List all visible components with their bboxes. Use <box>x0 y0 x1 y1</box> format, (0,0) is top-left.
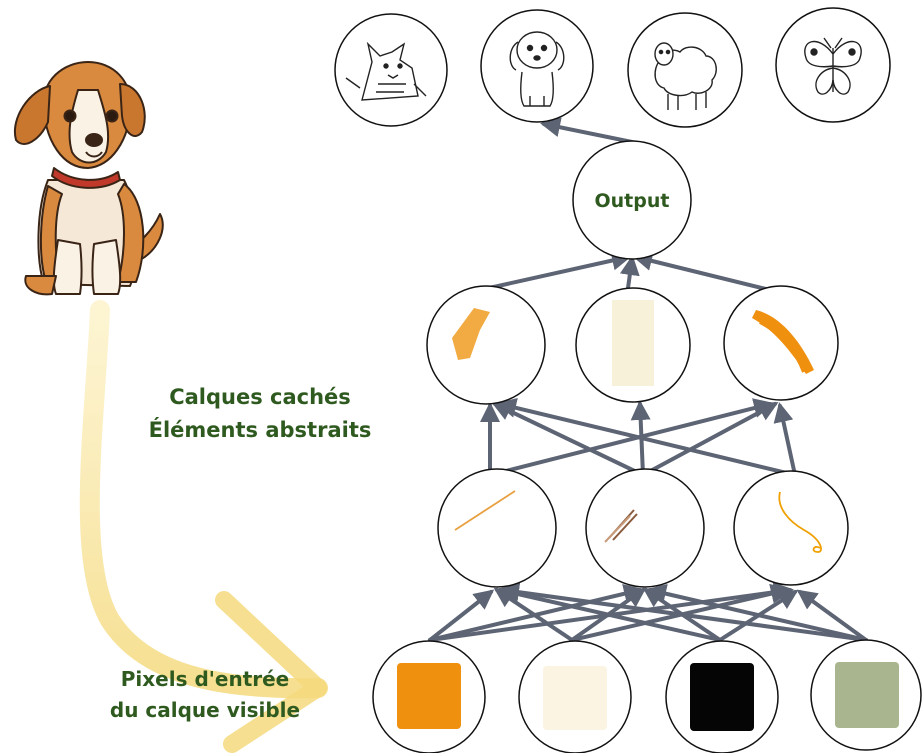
butterfly-icon <box>804 37 862 95</box>
connection-line <box>499 582 868 642</box>
connection-line <box>796 589 868 642</box>
dog-nose <box>85 133 103 147</box>
dog-icon <box>509 31 565 107</box>
output-class-sheep <box>627 12 743 128</box>
dog-eye-left <box>63 109 77 123</box>
hidden-layers-label-line2: Éléments abstraits <box>148 417 372 442</box>
input-layer-label-line2: du calque visible <box>109 698 301 722</box>
output-class-cat <box>334 13 448 127</box>
pixel-swatch <box>835 662 899 728</box>
connection-line <box>496 398 797 477</box>
hidden-layers-label-line1: Calques cachés <box>169 385 351 409</box>
hidden2-node-orange-stroke <box>426 285 546 405</box>
cat-icon <box>345 41 427 101</box>
hidden1-node-diagonal-line <box>437 468 557 588</box>
output-class-layer <box>334 7 891 128</box>
orange-brush-mark <box>452 308 490 360</box>
connection-line <box>488 398 774 477</box>
output-node-label: Output <box>595 190 670 212</box>
hidden2-node-orange-curve <box>723 285 839 401</box>
connection-line <box>540 117 634 144</box>
input-pixel-black <box>665 640 779 753</box>
connection-line <box>632 251 772 292</box>
hidden-layer-1 <box>437 468 849 588</box>
cream-brush-mark <box>612 300 654 386</box>
input-pixel-sage <box>810 639 922 751</box>
sheep-icon <box>654 42 717 110</box>
hidden2-node-cream-stroke <box>575 287 691 403</box>
output-node: Output <box>572 140 692 260</box>
hidden-layers-label: Calques cachés Éléments abstraits <box>120 381 400 446</box>
orange-line-mark <box>454 490 516 531</box>
brown-strokes-mark <box>604 509 638 543</box>
input-pixel-cream <box>518 640 632 753</box>
connection-line <box>496 583 722 642</box>
output-class-butterfly <box>775 7 891 123</box>
input-layer <box>372 639 922 753</box>
input-dog-illustration <box>13 61 164 296</box>
connection-line <box>491 401 645 477</box>
pixel-swatch <box>690 663 754 731</box>
input-layer-label: Pixels d'entrée du calque visible <box>70 664 340 726</box>
connection-line <box>641 402 779 477</box>
pixel-swatch <box>397 663 461 729</box>
connection-line <box>646 583 868 642</box>
input-pixel-orange <box>372 640 486 753</box>
connection-line <box>773 402 797 477</box>
orange-squiggle-mark <box>778 491 822 553</box>
hidden1-node-brown-strokes <box>585 468 705 588</box>
flow-curve-arrow <box>79 300 328 753</box>
pixel-swatch <box>543 666 607 730</box>
connection-line <box>428 589 495 642</box>
hidden-layer-2 <box>426 285 839 405</box>
output-class-dog <box>480 9 594 123</box>
dog-eye-right <box>105 109 119 123</box>
connection-line <box>478 250 632 292</box>
input-layer-label-line1: Pixels d'entrée <box>120 667 290 691</box>
network-connections <box>428 117 868 642</box>
connection-line <box>619 255 640 290</box>
hidden1-node-orange-squiggle <box>733 470 849 586</box>
